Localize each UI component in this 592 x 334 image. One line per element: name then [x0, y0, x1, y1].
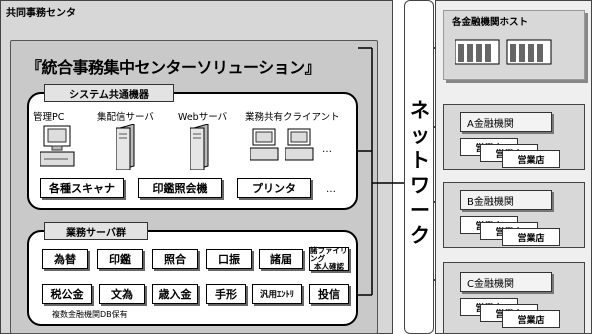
seal-lookup-box: 印鑑照会機	[138, 178, 222, 198]
device-label-web-server: Webサーバ	[178, 112, 228, 123]
multi-bank-db-note: 複数金融機関DB保有	[52, 310, 128, 319]
server-exchange: 為替	[42, 249, 88, 269]
bank-b-branch: 営業店	[502, 228, 560, 246]
center-title: 共同事務センタ	[6, 8, 76, 19]
printer-box: プリンタ	[237, 178, 311, 198]
bank-c-branch: 営業店	[502, 310, 560, 328]
server-account-transfer: 口振	[206, 249, 252, 269]
network-char: ワ	[410, 173, 430, 197]
bank-host-title: 各金融機関ホスト	[452, 17, 529, 28]
server-seal: 印鑑	[97, 249, 143, 269]
bank-a-title: A金融機関	[460, 112, 552, 132]
device-label-shared-client: 業務共有クライアント	[245, 112, 340, 123]
network-char: ク	[410, 223, 430, 247]
client-pc-icon	[250, 128, 279, 161]
bank-a-branch: 営業店	[502, 150, 560, 168]
server-document-exchange: 文為	[99, 284, 145, 304]
server-investment-trust: 投信	[309, 284, 349, 304]
network-char: ネ	[410, 98, 430, 122]
business-server-box	[27, 230, 358, 326]
pc-icon	[40, 125, 75, 167]
server-filing: 諸ファイリング 本人確認	[309, 247, 349, 271]
solution-title: 『統合事務集中センターソリューション』	[26, 58, 321, 77]
bank-c-title: C金融機関	[460, 272, 552, 292]
host-server-icon	[455, 39, 552, 65]
server-collation: 照合	[152, 249, 198, 269]
server-notifications: 諸届	[259, 249, 303, 269]
network-char: ト	[410, 148, 430, 172]
network-label: ネ ッ ト ワ ー ク	[406, 98, 434, 248]
more-devices-ellipsis: …	[322, 144, 332, 155]
bank-b-title: B金融機関	[460, 190, 552, 210]
device-label-delivery-server: 集配信サーバ	[97, 112, 154, 123]
identity-check-label: 本人確認	[314, 262, 344, 271]
server-general-entry: 汎用ｴﾝﾄﾘ	[252, 284, 302, 304]
server-bills: 手形	[206, 284, 246, 304]
web-server-icon	[190, 124, 209, 170]
client-pc-icon	[285, 128, 314, 161]
system-equipment-title: システム共通機器	[44, 84, 174, 102]
more-peripherals-ellipsis: …	[326, 184, 336, 195]
server-revenue: 歳入金	[152, 284, 198, 304]
network-char: ー	[410, 198, 430, 222]
server-icon	[116, 124, 135, 170]
device-label-admin-pc: 管理PC	[33, 112, 65, 123]
network-band	[404, 0, 434, 334]
business-server-title: 業務サーバ群	[44, 222, 148, 240]
network-char: ッ	[410, 123, 430, 147]
filing-label: 諸ファイリング	[310, 246, 348, 263]
server-tax: 税公金	[42, 284, 92, 304]
scanner-box: 各種スキャナ	[40, 178, 124, 198]
